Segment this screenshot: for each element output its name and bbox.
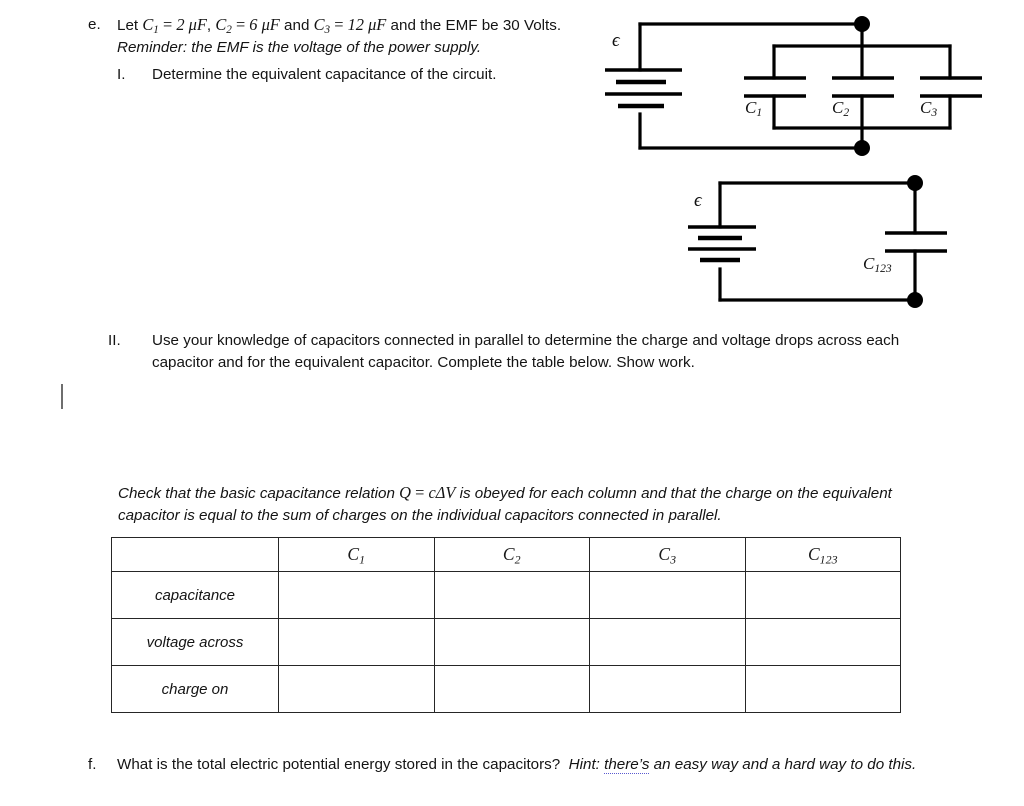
row-label-charge-on: charge on [111,665,279,713]
item-f-question: What is the total electric potential ene… [117,756,569,773]
item-e-paragraph: Let C1 = 2 μF, C2 = 6 μF and C3 = 12 μF … [117,14,592,59]
c3-value: C3 = 12 μF [313,15,387,37]
cell-capacitance-c1[interactable] [278,571,435,619]
item-f-paragraph: What is the total electric potential ene… [117,754,977,776]
row-label-voltage-across: voltage across [111,618,279,666]
text-caret [61,384,63,409]
c2-value: C2 = 6 μF [215,15,280,37]
cell-charge-c3[interactable] [589,665,746,713]
check-note-part1: Check that the basic capacitance relatio… [118,485,400,502]
cell-charge-c123[interactable] [744,665,901,713]
emf-label-parallel: ϵ [612,30,620,51]
junction-dot-bottom [907,292,923,308]
capacitor-label-c123: C123 [863,254,892,276]
item-f-hint-rest: an easy way and a hard way to do this. [649,756,917,773]
emf-label-equivalent: ϵ [694,190,702,211]
header-c3: C3 [589,537,746,572]
junction-dot-bottom [854,140,870,156]
cell-charge-c2[interactable] [433,665,590,713]
cell-voltage-c123[interactable] [744,618,901,666]
item-e-reminder: Reminder: the EMF is the voltage of the … [117,39,482,56]
header-c2: C2 [433,537,590,572]
capacitor-data-table: C1 C2 C3 C123 capacitance voltage across [111,537,901,713]
item-e-sep2: and [279,17,314,34]
item-I-paragraph: Determine the equivalent capacitance of … [152,66,497,83]
parallel-circuit-diagram: ϵ C1 C2 C3 [600,8,1000,173]
table-row-voltage-across: voltage across [111,618,901,666]
header-c1: C1 [278,537,435,572]
grammar-flagged-word[interactable]: there’s [604,756,650,774]
capacitance-formula: Q = cΔV [399,483,456,502]
row-label-capacitance: capacitance [111,571,279,619]
check-note-part2: is obeyed for each column and that the c… [118,485,897,524]
junction-dot-top [854,16,870,32]
cell-voltage-c1[interactable] [278,618,435,666]
item-e-lead: Let [117,17,143,34]
table-row-charge-on: charge on [111,665,901,713]
list-marker-I: I. [117,66,126,83]
cell-voltage-c3[interactable] [589,618,746,666]
junction-dot-top [907,175,923,191]
list-marker-e: e. [88,16,101,33]
list-marker-II: II. [108,332,121,349]
header-blank-corner [111,537,279,572]
table-row-capacitance: capacitance [111,571,901,619]
item-II-paragraph: Use your knowledge of capacitors connect… [152,332,904,371]
capacitor-label-c2: C2 [832,98,850,120]
cell-voltage-c2[interactable] [433,618,590,666]
item-f-hint-label: Hint: [568,756,600,773]
item-e-tail: and the EMF be 30 Volts. [386,17,570,34]
cell-capacitance-c3[interactable] [589,571,746,619]
cell-charge-c1[interactable] [278,665,435,713]
cell-capacitance-c2[interactable] [433,571,590,619]
check-relation-note: Check that the basic capacitance relatio… [118,482,911,527]
list-marker-f: f. [88,756,97,773]
item-e-sep1: , [206,17,216,34]
table-bottom-clip [0,716,1024,742]
capacitor-label-c1: C1 [745,98,763,120]
capacitor-label-c3: C3 [920,98,938,120]
header-c123: C123 [744,537,901,572]
equivalent-circuit-diagram: ϵ C123 [670,165,970,315]
table-header-row: C1 C2 C3 C123 [111,537,901,572]
cell-capacitance-c123[interactable] [744,571,901,619]
c1-value: C1 = 2 μF [142,15,207,37]
